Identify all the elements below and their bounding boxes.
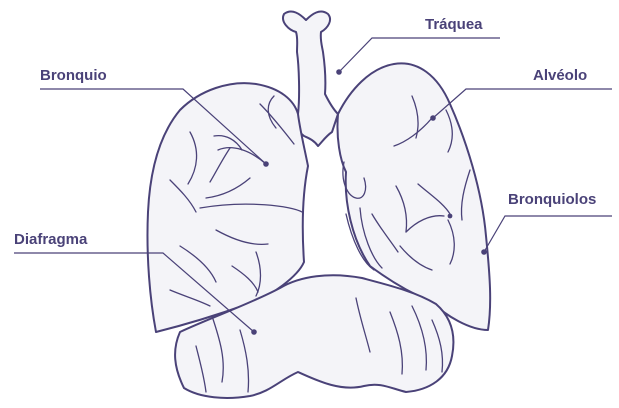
bronquiolos-label: Bronquiolos (508, 191, 596, 209)
bronquio-label: Bronquio (40, 67, 107, 85)
bronquio-pointer-dot (263, 161, 269, 167)
alveolo-leader-line (433, 89, 612, 118)
traquea-label: Tráquea (425, 16, 483, 34)
alveolo-label: Alvéolo (533, 67, 587, 85)
alveolo-pointer-dot (430, 115, 436, 121)
bronquiolos-leader-line (484, 216, 612, 252)
diafragma-pointer-dot (251, 329, 257, 335)
diafragma-label: Diafragma (14, 231, 87, 249)
bronquiolos-pointer-dot (481, 249, 487, 255)
traquea-pointer-dot (336, 69, 342, 75)
